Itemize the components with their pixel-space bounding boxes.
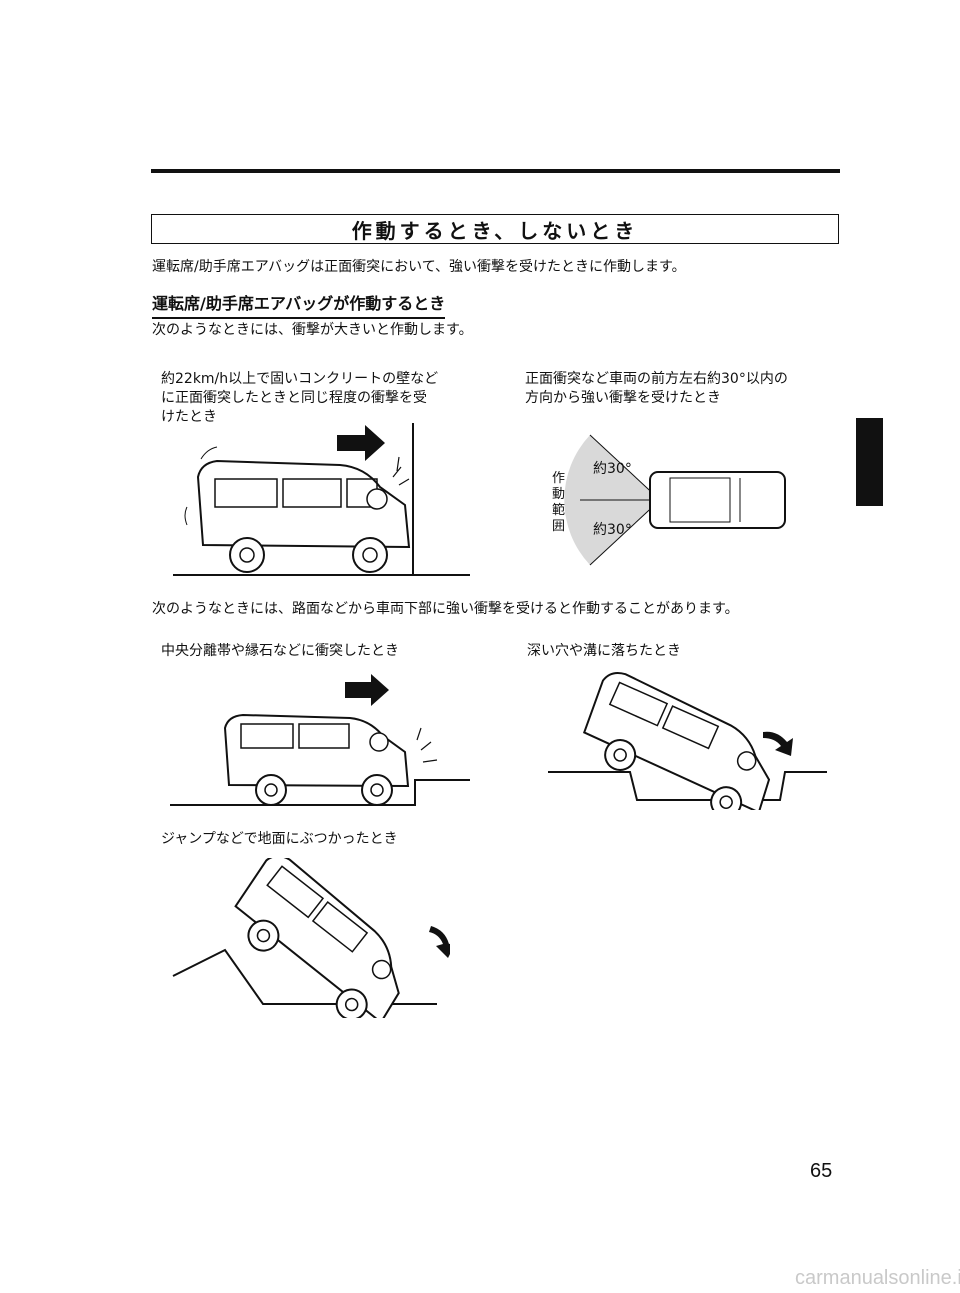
angle-range-caption: 正面衝突など車両の前方左右約30°以内の 方向から強い衝撃を受けたとき: [525, 370, 788, 408]
caption-line: 方向から強い衝撃を受けたとき: [525, 390, 721, 406]
wheel-icon: [361, 774, 393, 806]
wheel-icon: [352, 537, 388, 573]
direction-arrow-icon: [763, 731, 793, 756]
section-title: 作動するとき、しないとき: [151, 214, 839, 244]
jump-landing-caption: ジャンプなどで地面にぶつかったとき: [161, 831, 398, 847]
vehicle-top-view-icon: [649, 471, 786, 529]
ditch-fall-illustration: [548, 671, 827, 810]
chapter-side-tab: [856, 418, 883, 506]
page-number: 65: [810, 1160, 833, 1182]
wheel-icon: [247, 919, 280, 952]
section-intro: 運転席/助手席エアバッグは正面衝突において、強い衝撃を受けたときに作動します。: [152, 259, 686, 275]
subsection-title: 運転席/助手席エアバッグが作動するとき: [152, 290, 446, 319]
range-label-char: 動: [552, 487, 565, 502]
direction-arrow-icon: [345, 674, 389, 706]
angle-label-lower: 約30°: [593, 522, 632, 538]
underbody-lead: 次のようなときには、路面などから車両下部に強い衝撃を受けると作動することがありま…: [152, 601, 739, 617]
wheel-icon: [710, 786, 743, 810]
van-body: [234, 858, 400, 1018]
top-rule: [151, 169, 840, 173]
occupant-icon: [736, 751, 757, 771]
range-label-char: 囲: [552, 519, 565, 534]
jump-landing-illustration: [172, 858, 450, 1018]
range-label-char: 範: [552, 503, 565, 518]
wall-collision-caption: 約22km/h以上で固いコンクリートの壁など に正面衝突したときと同じ程度の衝撃…: [161, 370, 438, 427]
median-collision-caption: 中央分離帯や縁石などに衝突したとき: [161, 643, 399, 659]
occupant-icon: [369, 732, 389, 752]
caption-line: に正面衝突したときと同じ程度の衝撃を受: [161, 390, 427, 406]
angle-label-upper: 約30°: [593, 461, 632, 477]
range-label-char: 作: [552, 471, 565, 486]
occupant-icon: [371, 959, 392, 980]
van-body: [196, 459, 411, 549]
median-collision-illustration: [170, 674, 470, 806]
ditch-fall-caption: 深い穴や溝に落ちたとき: [527, 643, 681, 659]
subsection-lead: 次のようなときには、衝撃が大きいと作動します。: [152, 322, 473, 338]
caption-line: 約22km/h以上で固いコンクリートの壁など: [161, 371, 439, 387]
wheel-icon: [335, 988, 368, 1018]
van-body: [582, 671, 771, 810]
wheel-icon: [229, 537, 265, 573]
wheel-icon: [255, 774, 287, 806]
direction-arrow-icon: [337, 425, 385, 461]
wheel-icon: [604, 738, 637, 771]
direction-arrow-icon: [429, 926, 450, 958]
watermark: carmanualsonline.info: [795, 1267, 960, 1289]
occupant-icon: [366, 488, 388, 510]
caption-line: 正面衝突など車両の前方左右約30°以内の: [525, 371, 788, 387]
angle-range-diagram: 約30° 約30° 作 動 範 囲: [552, 434, 786, 566]
caption-line: けたとき: [161, 409, 217, 425]
wall-collision-illustration: [173, 423, 470, 576]
